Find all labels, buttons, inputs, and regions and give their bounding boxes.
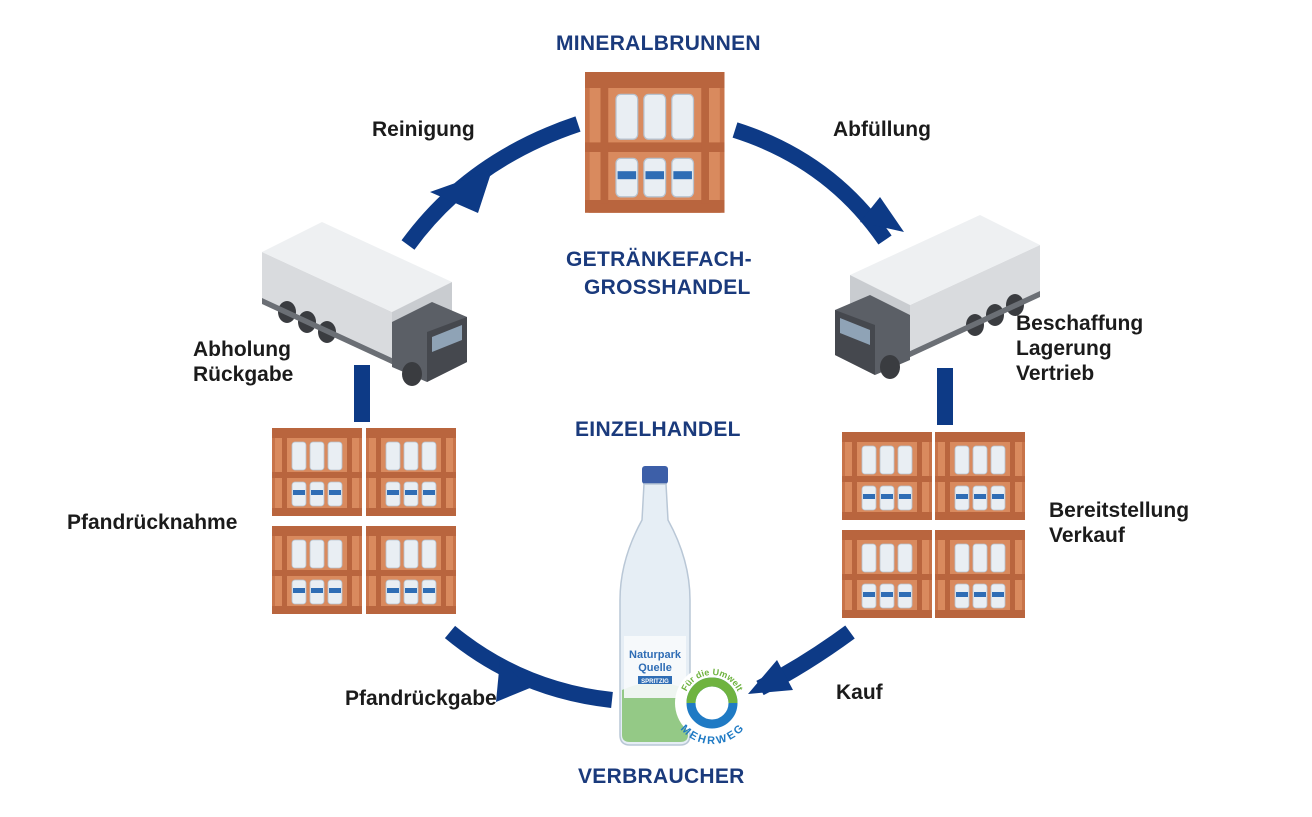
step-beschaffung: Beschaffung [1016,312,1144,335]
step-rueckgabe: Rückgabe [193,363,294,386]
stage-grosshandel-line1: GETRÄNKEFACH- [566,248,752,271]
arrowhead-abfuellung [860,197,904,232]
step-lagerung: Lagerung [1016,337,1112,360]
stage-einzelhandel: EINZELHANDEL [575,418,741,441]
step-pfandrueckgabe: Pfandrückgabe [345,687,497,710]
arrow-pfandrueckgabe [444,625,613,708]
stage-grosshandel-line2: GROSSHANDEL [584,276,751,299]
arrow-reinigung [401,116,581,250]
arrowhead-kauf [748,660,793,694]
stage-mineralbrunnen: MINERALBRUNNEN [556,32,761,55]
step-beschaffung-group: Beschaffung Lagerung Vertrieb [1016,311,1143,386]
arrowhead-reinigung [430,170,492,213]
crates-left [271,427,457,615]
bottle-brand-line2: Quelle [638,662,672,674]
step-bereitstellung: Bereitstellung [1049,499,1190,522]
bottle-variant: SPRITZIG [641,679,669,685]
crate-mineralbrunnen [584,71,726,214]
mehrweg-badge: Für die Umwelt MEHRWEG [675,666,749,747]
step-pfandruecknahme: Pfandrücknahme [67,511,238,534]
arrowhead-pfandrueckgabe [496,660,530,702]
step-abfuellung: Abfüllung [833,118,931,141]
step-abholung-group: Abholung Rückgabe [193,337,293,387]
bottle-brand-line1: Naturpark [629,649,682,661]
step-vertrieb: Vertrieb [1016,362,1095,385]
arrow-abfuellung [732,122,892,245]
step-bereitstellung-group: Bereitstellung Verkauf [1049,498,1189,548]
step-kauf: Kauf [836,681,883,704]
arrow-heads [430,170,904,702]
bottle: Naturpark Quelle SPRITZIG [619,466,691,746]
stage-verbraucher: VERBRAUCHER [578,765,745,788]
step-abholung: Abholung [193,338,291,361]
crates-right [841,431,1026,619]
truck-right [835,215,1040,379]
step-verkauf: Verkauf [1049,524,1125,547]
step-reinigung: Reinigung [372,118,475,141]
